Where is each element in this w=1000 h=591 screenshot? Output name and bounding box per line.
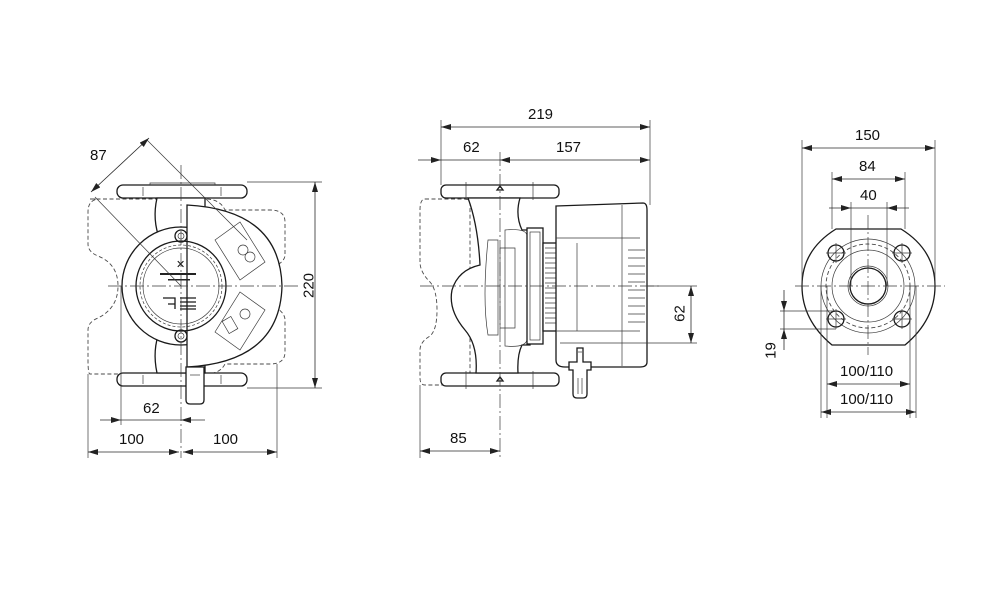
dim-label-100-110-inner: 100/110 bbox=[840, 363, 894, 380]
dim-label-100-left: 100 bbox=[119, 431, 145, 448]
side-view bbox=[418, 120, 697, 458]
front-view: ✕ bbox=[87, 137, 322, 458]
brand-logo-icon: ✕ bbox=[176, 258, 185, 271]
dim-label-100-right: 100 bbox=[213, 431, 239, 448]
dim-label-220: 220 bbox=[300, 272, 318, 299]
end-cap-vents bbox=[628, 249, 645, 323]
dim-label-62-side: 62 bbox=[463, 139, 480, 156]
dim-label-87: 87 bbox=[90, 147, 107, 164]
flange-view bbox=[780, 140, 945, 418]
dim-label-219: 219 bbox=[528, 106, 554, 123]
dim-label-62-front: 62 bbox=[143, 400, 160, 417]
dim-label-85: 85 bbox=[450, 430, 467, 447]
dim-label-62-vertical: 62 bbox=[671, 305, 689, 322]
dim-label-40: 40 bbox=[860, 187, 877, 204]
dim-label-157: 157 bbox=[556, 139, 582, 156]
dim-label-150: 150 bbox=[855, 127, 881, 144]
dim-label-100-110-outer: 100/110 bbox=[840, 391, 894, 408]
dim-label-19: 19 bbox=[762, 342, 780, 359]
dim-label-84: 84 bbox=[859, 158, 876, 175]
